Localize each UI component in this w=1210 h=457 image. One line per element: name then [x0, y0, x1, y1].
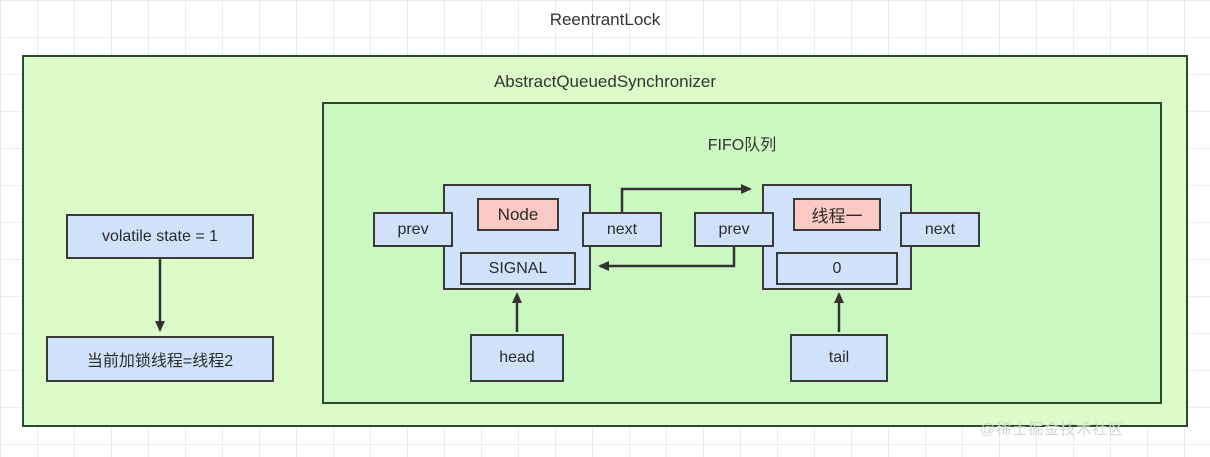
queue-node-1-prev: prev — [373, 212, 453, 247]
queue-node-2-waitstatus: 0 — [776, 252, 898, 285]
current-lock-thread-box: 当前加锁线程=线程2 — [46, 336, 274, 382]
tail-pointer-box: tail — [790, 334, 888, 382]
aqs-label: AbstractQueuedSynchronizer — [493, 72, 717, 91]
queue-node-2-title: 线程一 — [793, 198, 881, 231]
head-pointer-box: head — [470, 334, 564, 382]
diagram-title: ReentrantLock — [549, 10, 661, 29]
queue-node-1-waitstatus: SIGNAL — [460, 252, 576, 285]
volatile-state-box: volatile state = 1 — [66, 214, 254, 259]
watermark: @稀土掘金技术社区 — [980, 421, 1125, 438]
queue-node-1-title: Node — [477, 198, 559, 231]
fifo-queue-container — [322, 102, 1162, 404]
fifo-queue-label: FIFO队列 — [707, 137, 777, 154]
queue-node-2-prev: prev — [694, 212, 774, 247]
queue-node-2-next: next — [900, 212, 980, 247]
queue-node-1-next: next — [582, 212, 662, 247]
